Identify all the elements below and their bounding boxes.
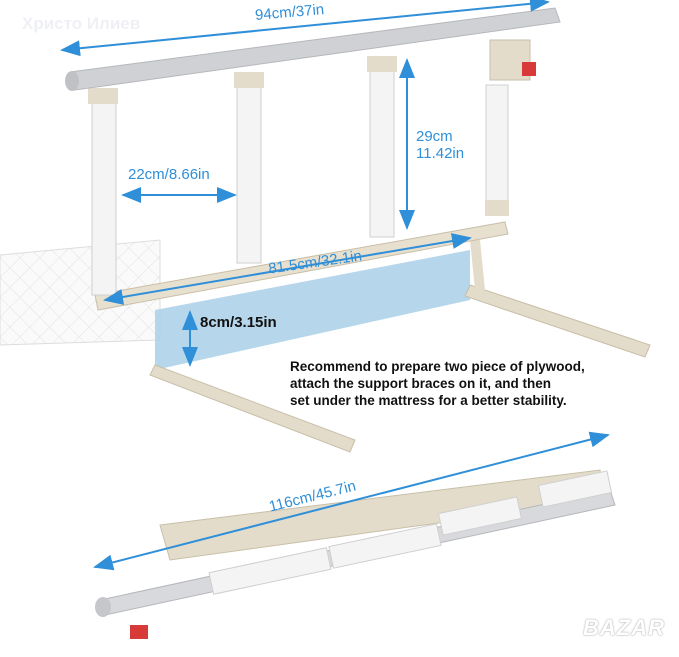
- post: [485, 84, 509, 216]
- note-line-2: attach the support braces on it, and the…: [290, 376, 552, 391]
- bottom-length-arrow: [103, 233, 472, 305]
- height-cm-label: 29cm: [416, 128, 453, 145]
- red-release-tab: [130, 625, 148, 639]
- bazar-logo: BAZAR: [583, 615, 665, 640]
- note-line-1: Recommend to prepare two piece of plywoo…: [290, 359, 585, 374]
- post-spacing-label: 22cm/8.66in: [128, 166, 210, 183]
- top-length-arrow: [60, 0, 550, 57]
- post: [236, 77, 262, 264]
- right-brace: [464, 284, 651, 358]
- top-rail: [69, 7, 561, 91]
- gap-label: 8cm/3.15in: [200, 314, 277, 331]
- height-in-label: 11.42in: [416, 145, 465, 162]
- watermark: Христо Илиев: [22, 14, 141, 33]
- note-line-3: set under the mattress for a better stab…: [290, 393, 567, 408]
- folded-length-arrow: [93, 431, 610, 571]
- post: [369, 61, 395, 238]
- red-release-tab: [522, 62, 536, 76]
- post: [91, 94, 117, 296]
